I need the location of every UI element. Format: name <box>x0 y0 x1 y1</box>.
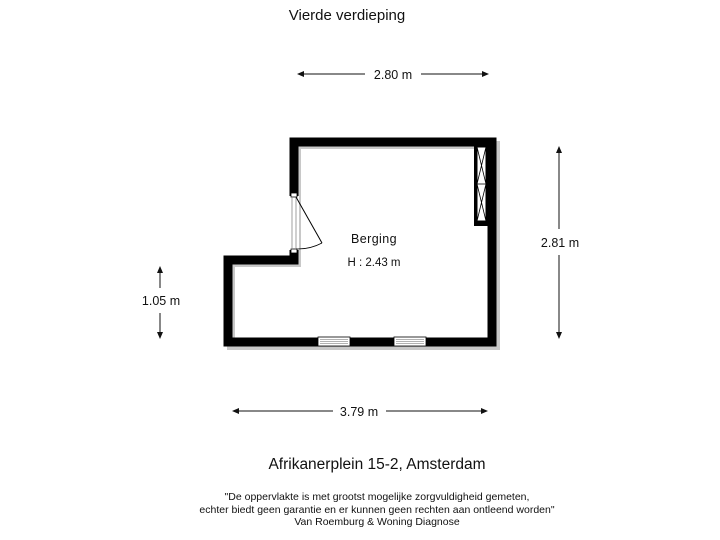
disclaimer-line-2: echter biedt geen garantie en er kunnen … <box>199 503 555 516</box>
dimension-right: 2.81 m <box>541 146 579 339</box>
dimension-left: 1.05 m <box>142 266 180 339</box>
disclaimer-line-1: "De oppervlakte is met grootst mogelijke… <box>224 491 530 503</box>
room-name: Berging <box>351 232 397 246</box>
door-leaf <box>295 196 323 244</box>
dimension-top: 2.80 m <box>297 68 489 82</box>
address: Afrikanerplein 15-2, Amsterdam <box>268 456 486 473</box>
door <box>289 192 323 254</box>
window-left <box>317 336 351 347</box>
disclaimer-credit: Van Roemburg & Woning Diagnose <box>294 516 460 528</box>
window-right <box>393 336 427 347</box>
dimension-top-label: 2.80 m <box>374 68 412 82</box>
door-swing-arc <box>295 242 323 250</box>
dimension-right-label: 2.81 m <box>541 236 579 250</box>
dimension-bottom-label: 3.79 m <box>340 405 378 419</box>
exterior-walls <box>223 137 497 347</box>
room-height: H : 2.43 m <box>347 257 400 269</box>
disclaimer: "De oppervlakte is met grootst mogelijke… <box>0 491 720 529</box>
built-in-cabinet <box>474 144 488 226</box>
dimension-left-label: 1.05 m <box>142 294 180 308</box>
floor-title: Vierde verdieping <box>288 7 406 24</box>
dimension-bottom: 3.79 m <box>232 405 488 419</box>
